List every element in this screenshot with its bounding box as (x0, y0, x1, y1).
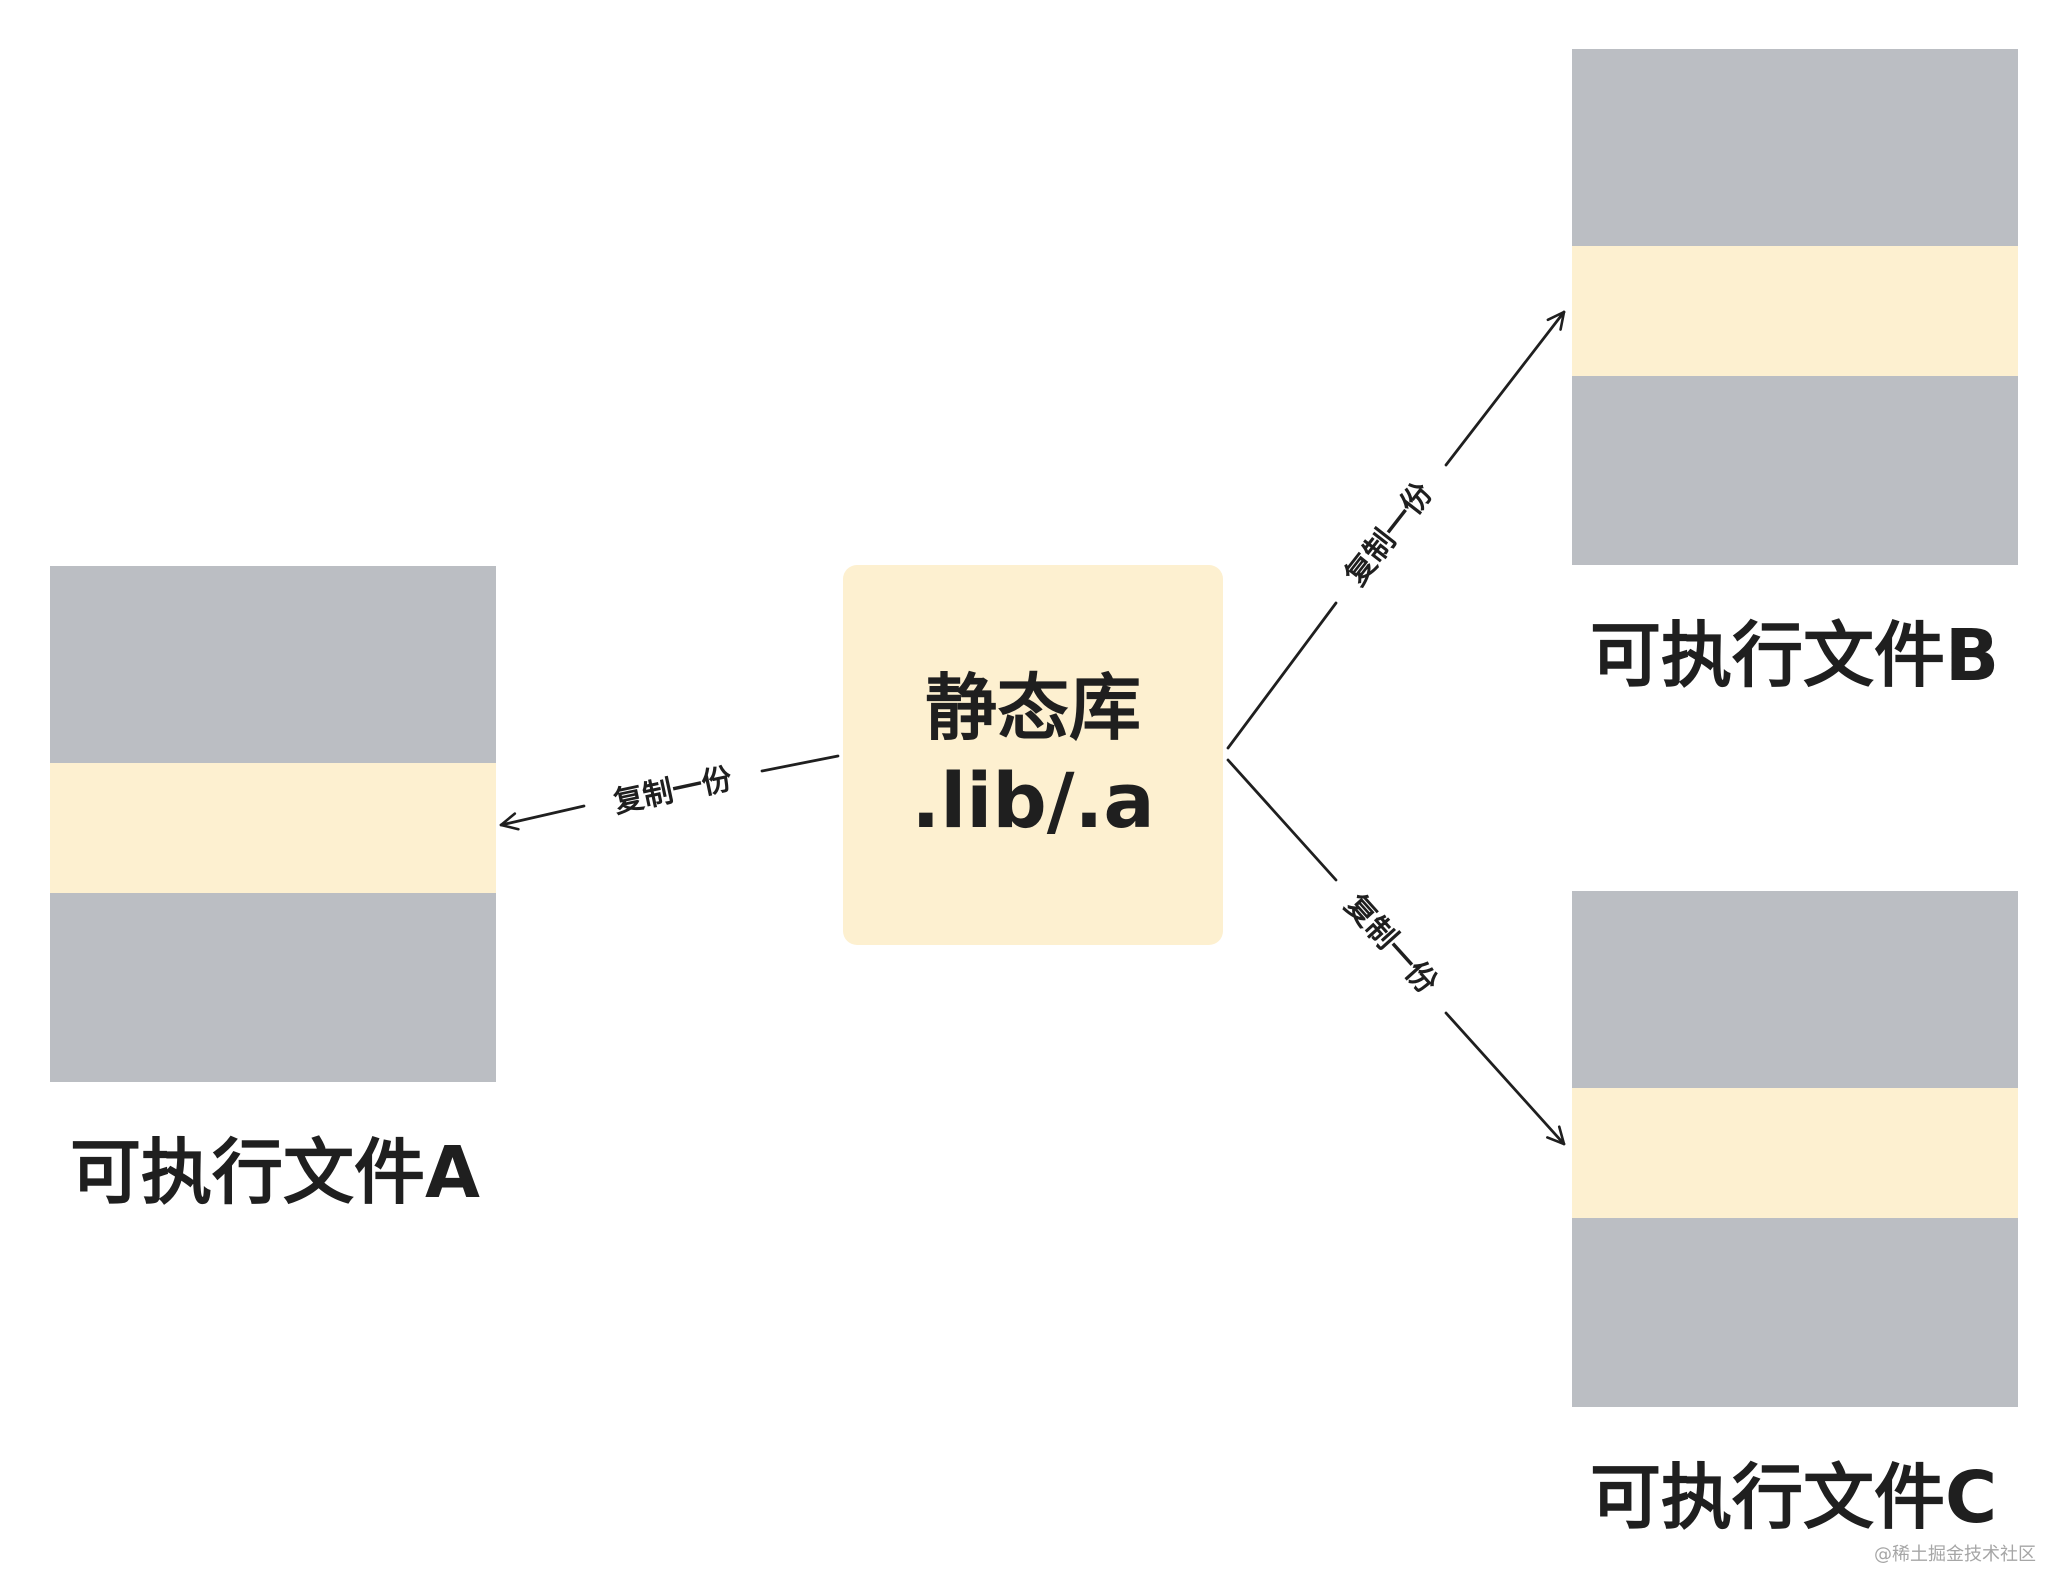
edge-c-line-segment (1226, 758, 1338, 882)
edge-to-executable-a: 复制一份 (499, 754, 840, 831)
executable-a-block (50, 566, 496, 1082)
edge-a-label: 复制一份 (610, 761, 735, 820)
static-library-node: 静态库 .lib/.a (843, 565, 1223, 945)
executable-b-code-segment-top (1572, 49, 2018, 246)
edge-to-executable-c: 复制一份 (1226, 758, 1566, 1146)
executable-c-lib-copy-segment (1572, 1088, 2018, 1218)
executable-a-code-segment-bottom (50, 893, 496, 1082)
edge-a-arrow (499, 804, 586, 831)
executable-b-lib-copy-segment (1572, 246, 2018, 376)
watermark: @稀土掘金技术社区 (1874, 1544, 2036, 1565)
executable-a-lib-copy-segment (50, 763, 496, 893)
executable-c-label: 可执行文件C (1590, 1456, 1998, 1539)
static-library-extension: .lib/.a (911, 755, 1155, 845)
edge-a-line-segment (760, 754, 840, 773)
executable-b-label: 可执行文件B (1590, 614, 2000, 697)
executable-a-code-segment-top (50, 566, 496, 763)
edge-b-arrow (1444, 310, 1566, 467)
executable-c-code-segment-bottom (1572, 1218, 2018, 1407)
static-library-title: 静态库 (924, 665, 1141, 750)
executable-b-code-segment-bottom (1572, 376, 2018, 565)
edge-b-line-segment (1226, 601, 1338, 750)
executable-c-code-segment-top (1572, 891, 2018, 1088)
edge-c-arrow (1444, 1011, 1566, 1146)
edge-c-label: 复制一份 (1338, 888, 1444, 1001)
executable-a-label: 可执行文件A (70, 1131, 480, 1214)
executable-b-block (1572, 49, 2018, 565)
edge-to-executable-b: 复制一份 (1226, 310, 1566, 750)
edge-b-label: 复制一份 (1338, 476, 1439, 592)
executable-c-block (1572, 891, 2018, 1407)
